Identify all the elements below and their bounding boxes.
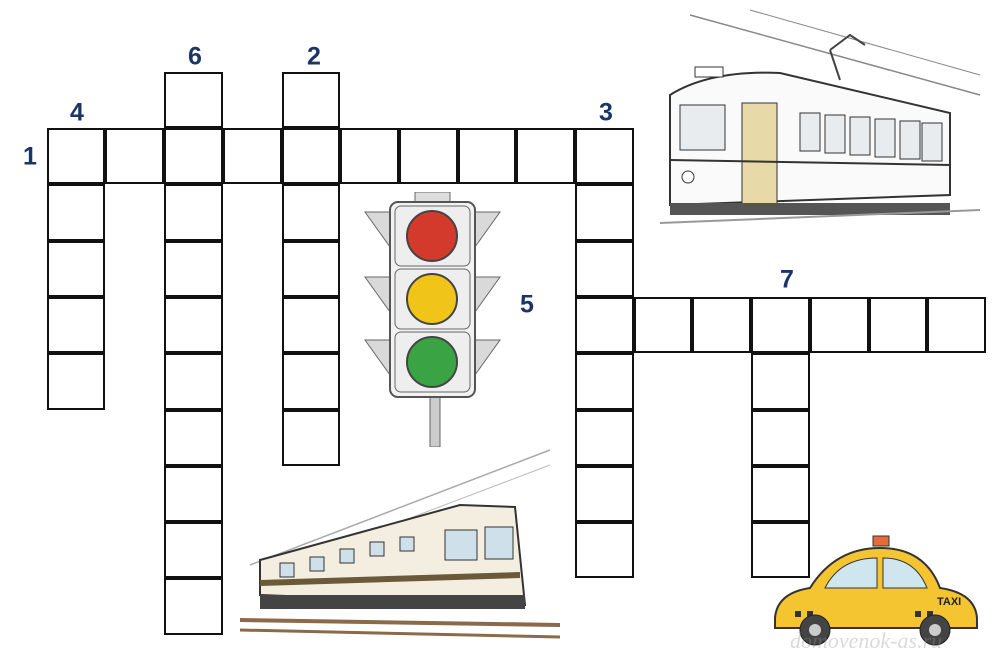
crossword-cell[interactable]	[222, 128, 282, 185]
red-light	[406, 210, 458, 262]
clue-number-2: 2	[307, 42, 321, 71]
crossword-cell[interactable]	[164, 71, 223, 129]
crossword-cell[interactable]	[516, 128, 576, 185]
crossword-cell[interactable]	[575, 296, 634, 354]
crossword-cell[interactable]	[46, 128, 106, 185]
taxi-sign: TAXI	[937, 596, 961, 608]
crossword-cell[interactable]	[281, 296, 341, 354]
crossword-cell[interactable]	[868, 296, 928, 354]
clue-number-4: 4	[70, 98, 84, 127]
crossword-cell[interactable]	[164, 409, 223, 466]
crossword-cell[interactable]	[751, 353, 810, 410]
crossword-cell[interactable]	[46, 240, 106, 297]
crossword-cell[interactable]	[809, 296, 869, 354]
crossword-cell[interactable]	[281, 353, 341, 410]
crossword-cell[interactable]	[46, 296, 106, 354]
traffic-light-illustration	[364, 192, 501, 447]
crossword-cell[interactable]	[575, 522, 634, 579]
crossword-cell[interactable]	[633, 296, 693, 354]
crossword-cell[interactable]	[575, 128, 634, 185]
watermark: domovenok-as.ru	[790, 628, 943, 653]
clue-number-6: 6	[188, 42, 202, 71]
yellow-light	[406, 273, 458, 325]
crossword-cell[interactable]	[164, 353, 223, 410]
clue-number-5: 5	[520, 290, 534, 319]
crossword-cell[interactable]	[164, 522, 223, 579]
crossword-cell[interactable]	[46, 353, 106, 410]
clue-number-7: 7	[780, 265, 794, 294]
crossword-cell[interactable]	[340, 128, 399, 185]
crossword-cell[interactable]	[751, 409, 810, 466]
tram-illustration	[659, 9, 981, 224]
crossword-cell[interactable]	[927, 296, 986, 354]
crossword-cell[interactable]	[164, 465, 223, 523]
crossword-cell[interactable]	[575, 409, 634, 466]
electric-train-illustration	[240, 449, 560, 639]
crossword-cell[interactable]	[575, 184, 634, 241]
crossword-cell[interactable]	[398, 128, 458, 185]
crossword-cell[interactable]	[457, 128, 517, 185]
crossword-cell[interactable]	[692, 296, 752, 354]
crossword-cell[interactable]	[164, 296, 223, 354]
crossword-cell[interactable]	[164, 578, 223, 635]
crossword-cell[interactable]	[281, 240, 341, 297]
clue-number-3: 3	[599, 98, 613, 127]
taxi-illustration: TAXI	[774, 535, 978, 646]
crossword-cell[interactable]	[281, 128, 341, 185]
crossword-cell[interactable]	[164, 240, 223, 297]
crossword-cell[interactable]	[105, 128, 165, 185]
crossword-cell[interactable]	[575, 240, 634, 297]
crossword-cell[interactable]	[751, 465, 810, 523]
green-light	[406, 336, 458, 388]
crossword-cell[interactable]	[575, 353, 634, 410]
crossword-cell[interactable]	[46, 184, 106, 241]
crossword-cell[interactable]	[575, 465, 634, 523]
crossword-cell[interactable]	[281, 71, 341, 129]
clue-number-1: 1	[23, 142, 37, 171]
crossword-cell[interactable]	[751, 522, 810, 579]
crossword-cell[interactable]	[281, 409, 341, 466]
crossword-cell[interactable]	[164, 184, 223, 241]
crossword-cell[interactable]	[751, 296, 810, 354]
crossword-cell[interactable]	[164, 128, 223, 185]
crossword-cell[interactable]	[281, 184, 341, 241]
